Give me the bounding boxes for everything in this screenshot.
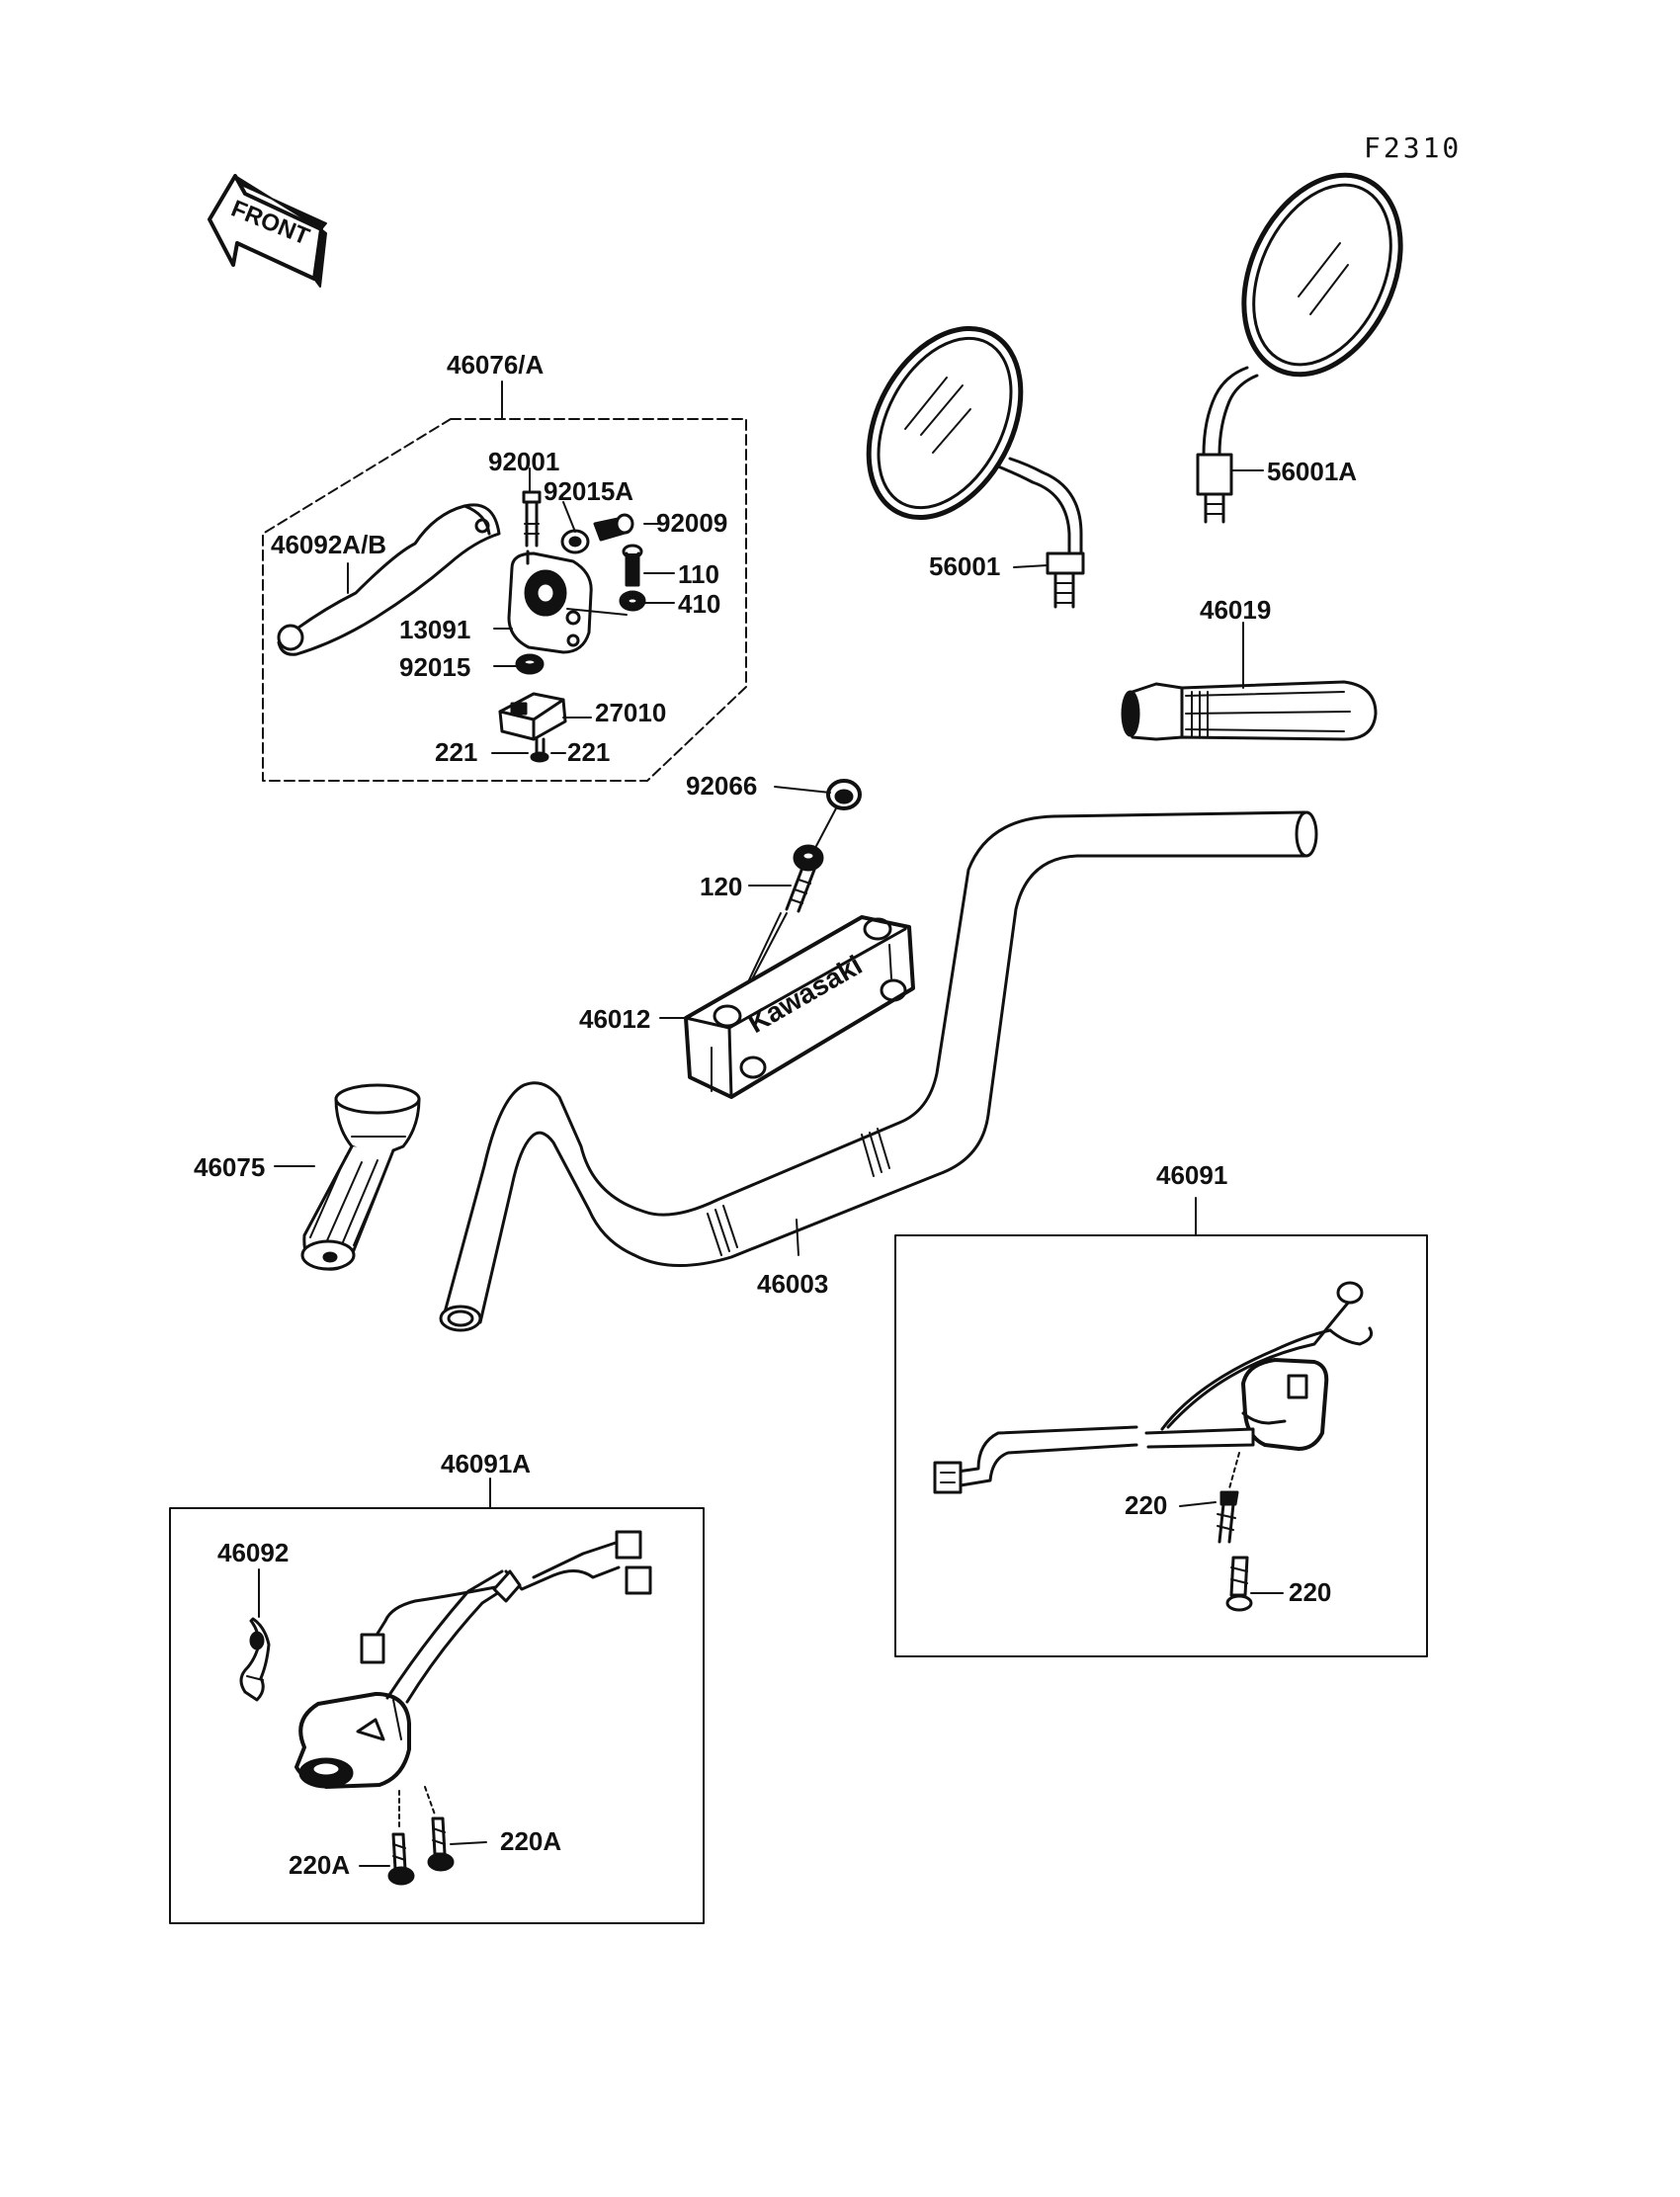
switch-housing-46091 — [933, 1281, 1374, 1494]
label-120: 120 — [700, 872, 743, 901]
label-46092AB: 46092A/B — [271, 530, 387, 559]
label-46075: 46075 — [194, 1152, 266, 1182]
grip-46075 — [300, 1083, 421, 1271]
nut-92015A — [560, 529, 590, 554]
washer-410 — [619, 590, 646, 612]
leader-lines — [258, 467, 1284, 1867]
handlebar-46003 — [439, 810, 1318, 1332]
label-410: 410 — [678, 589, 721, 619]
switch-46091-group-box — [894, 1197, 1428, 1657]
label-46003: 46003 — [757, 1269, 829, 1299]
label-220A-right: 220A — [500, 1826, 562, 1856]
lever-assy-group-box — [262, 380, 747, 782]
label-46091: 46091 — [1156, 1160, 1228, 1190]
label-92009: 92009 — [656, 508, 728, 538]
screw-110 — [622, 544, 643, 587]
label-46019: 46019 — [1200, 595, 1272, 625]
mirror-56001A — [1196, 172, 1403, 524]
label-56001: 56001 — [929, 551, 1001, 581]
label-46012: 46012 — [579, 1004, 651, 1034]
label-221-right: 221 — [567, 737, 611, 767]
label-13091: 13091 — [399, 615, 471, 644]
grip-46019 — [1121, 680, 1378, 741]
mirror-56001 — [866, 325, 1085, 609]
figure-code: F2310 — [1364, 131, 1463, 164]
label-110: 110 — [678, 559, 719, 589]
switch-46091A-group-box — [169, 1478, 705, 1924]
pin-92001 — [522, 490, 542, 548]
screw-92009 — [593, 513, 634, 542]
label-46076A: 46076/A — [447, 350, 545, 380]
nut-92015 — [515, 653, 545, 675]
label-46092: 46092 — [217, 1538, 290, 1567]
label-92001: 92001 — [488, 447, 560, 476]
label-220A-left: 220A — [289, 1850, 351, 1880]
label-92015: 92015 — [399, 652, 471, 682]
holder-46012: Kawasaki — [684, 915, 915, 1099]
label-221-left: 221 — [435, 737, 478, 767]
label-56001A: 56001A — [1267, 457, 1358, 486]
label-220-bottom: 220 — [1289, 1577, 1332, 1607]
label-92066: 92066 — [686, 771, 758, 801]
screws-221 — [530, 737, 549, 763]
front-arrow-icon — [208, 174, 327, 288]
lever-46092 — [239, 1617, 271, 1702]
screws-220 — [1217, 1452, 1253, 1612]
screws-220A — [387, 1786, 455, 1886]
switch-27010 — [498, 692, 567, 741]
label-27010: 27010 — [595, 698, 667, 727]
label-46091A: 46091A — [441, 1449, 532, 1479]
lever-holder-13091 — [507, 549, 593, 654]
label-220-top: 220 — [1125, 1490, 1168, 1520]
cap-92066 — [826, 779, 862, 810]
clutch-lever — [277, 503, 501, 656]
switch-housing-46091A — [294, 1530, 652, 1789]
bolt-120 — [785, 844, 824, 913]
label-92015A: 92015A — [544, 476, 634, 506]
